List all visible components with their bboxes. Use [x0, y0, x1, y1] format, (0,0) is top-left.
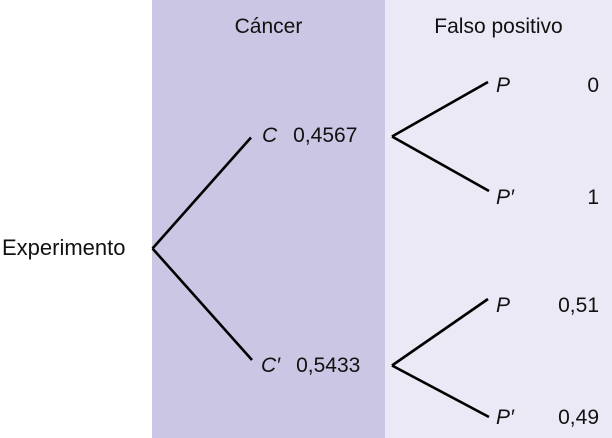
leaf-p-prime-given-c-prime-probability: 0,49: [558, 406, 599, 429]
node-c-prime: C′ 0,5433: [261, 352, 360, 380]
node-c-prime-probability: 0,5433: [296, 354, 361, 377]
leaf-p-prime-given-c-prime-label: P′: [496, 406, 514, 429]
leaf-p-prime-given-c-prime: P′ 0,49: [496, 404, 599, 432]
leaf-p-prime-given-c-probability: 1: [587, 186, 599, 209]
cancer-column-header: Cáncer: [234, 15, 303, 38]
node-c-probability: 0,4567: [293, 124, 358, 147]
leaf-p-prime-given-c-label: P′: [496, 186, 514, 209]
node-c-prime-label: C′: [261, 354, 281, 377]
root-node-label: Experimento: [2, 235, 126, 260]
node-c-label: C: [262, 124, 278, 147]
leaf-p-prime-given-c: P′ 1: [496, 184, 599, 212]
leaf-p-given-c-prime-label: P: [496, 294, 511, 317]
leaf-p-given-c-prime-probability: 0,51: [558, 294, 599, 317]
falso-positivo-column-header: Falso positivo: [434, 15, 563, 38]
falso-positivo-column-band: [385, 0, 612, 438]
leaf-p-given-c-label: P: [496, 74, 511, 97]
node-c: C 0,4567: [262, 122, 357, 150]
leaf-p-given-c: P 0: [496, 72, 599, 100]
leaf-p-given-c-probability: 0: [587, 74, 599, 97]
leaf-p-given-c-prime: P 0,51: [496, 292, 599, 320]
